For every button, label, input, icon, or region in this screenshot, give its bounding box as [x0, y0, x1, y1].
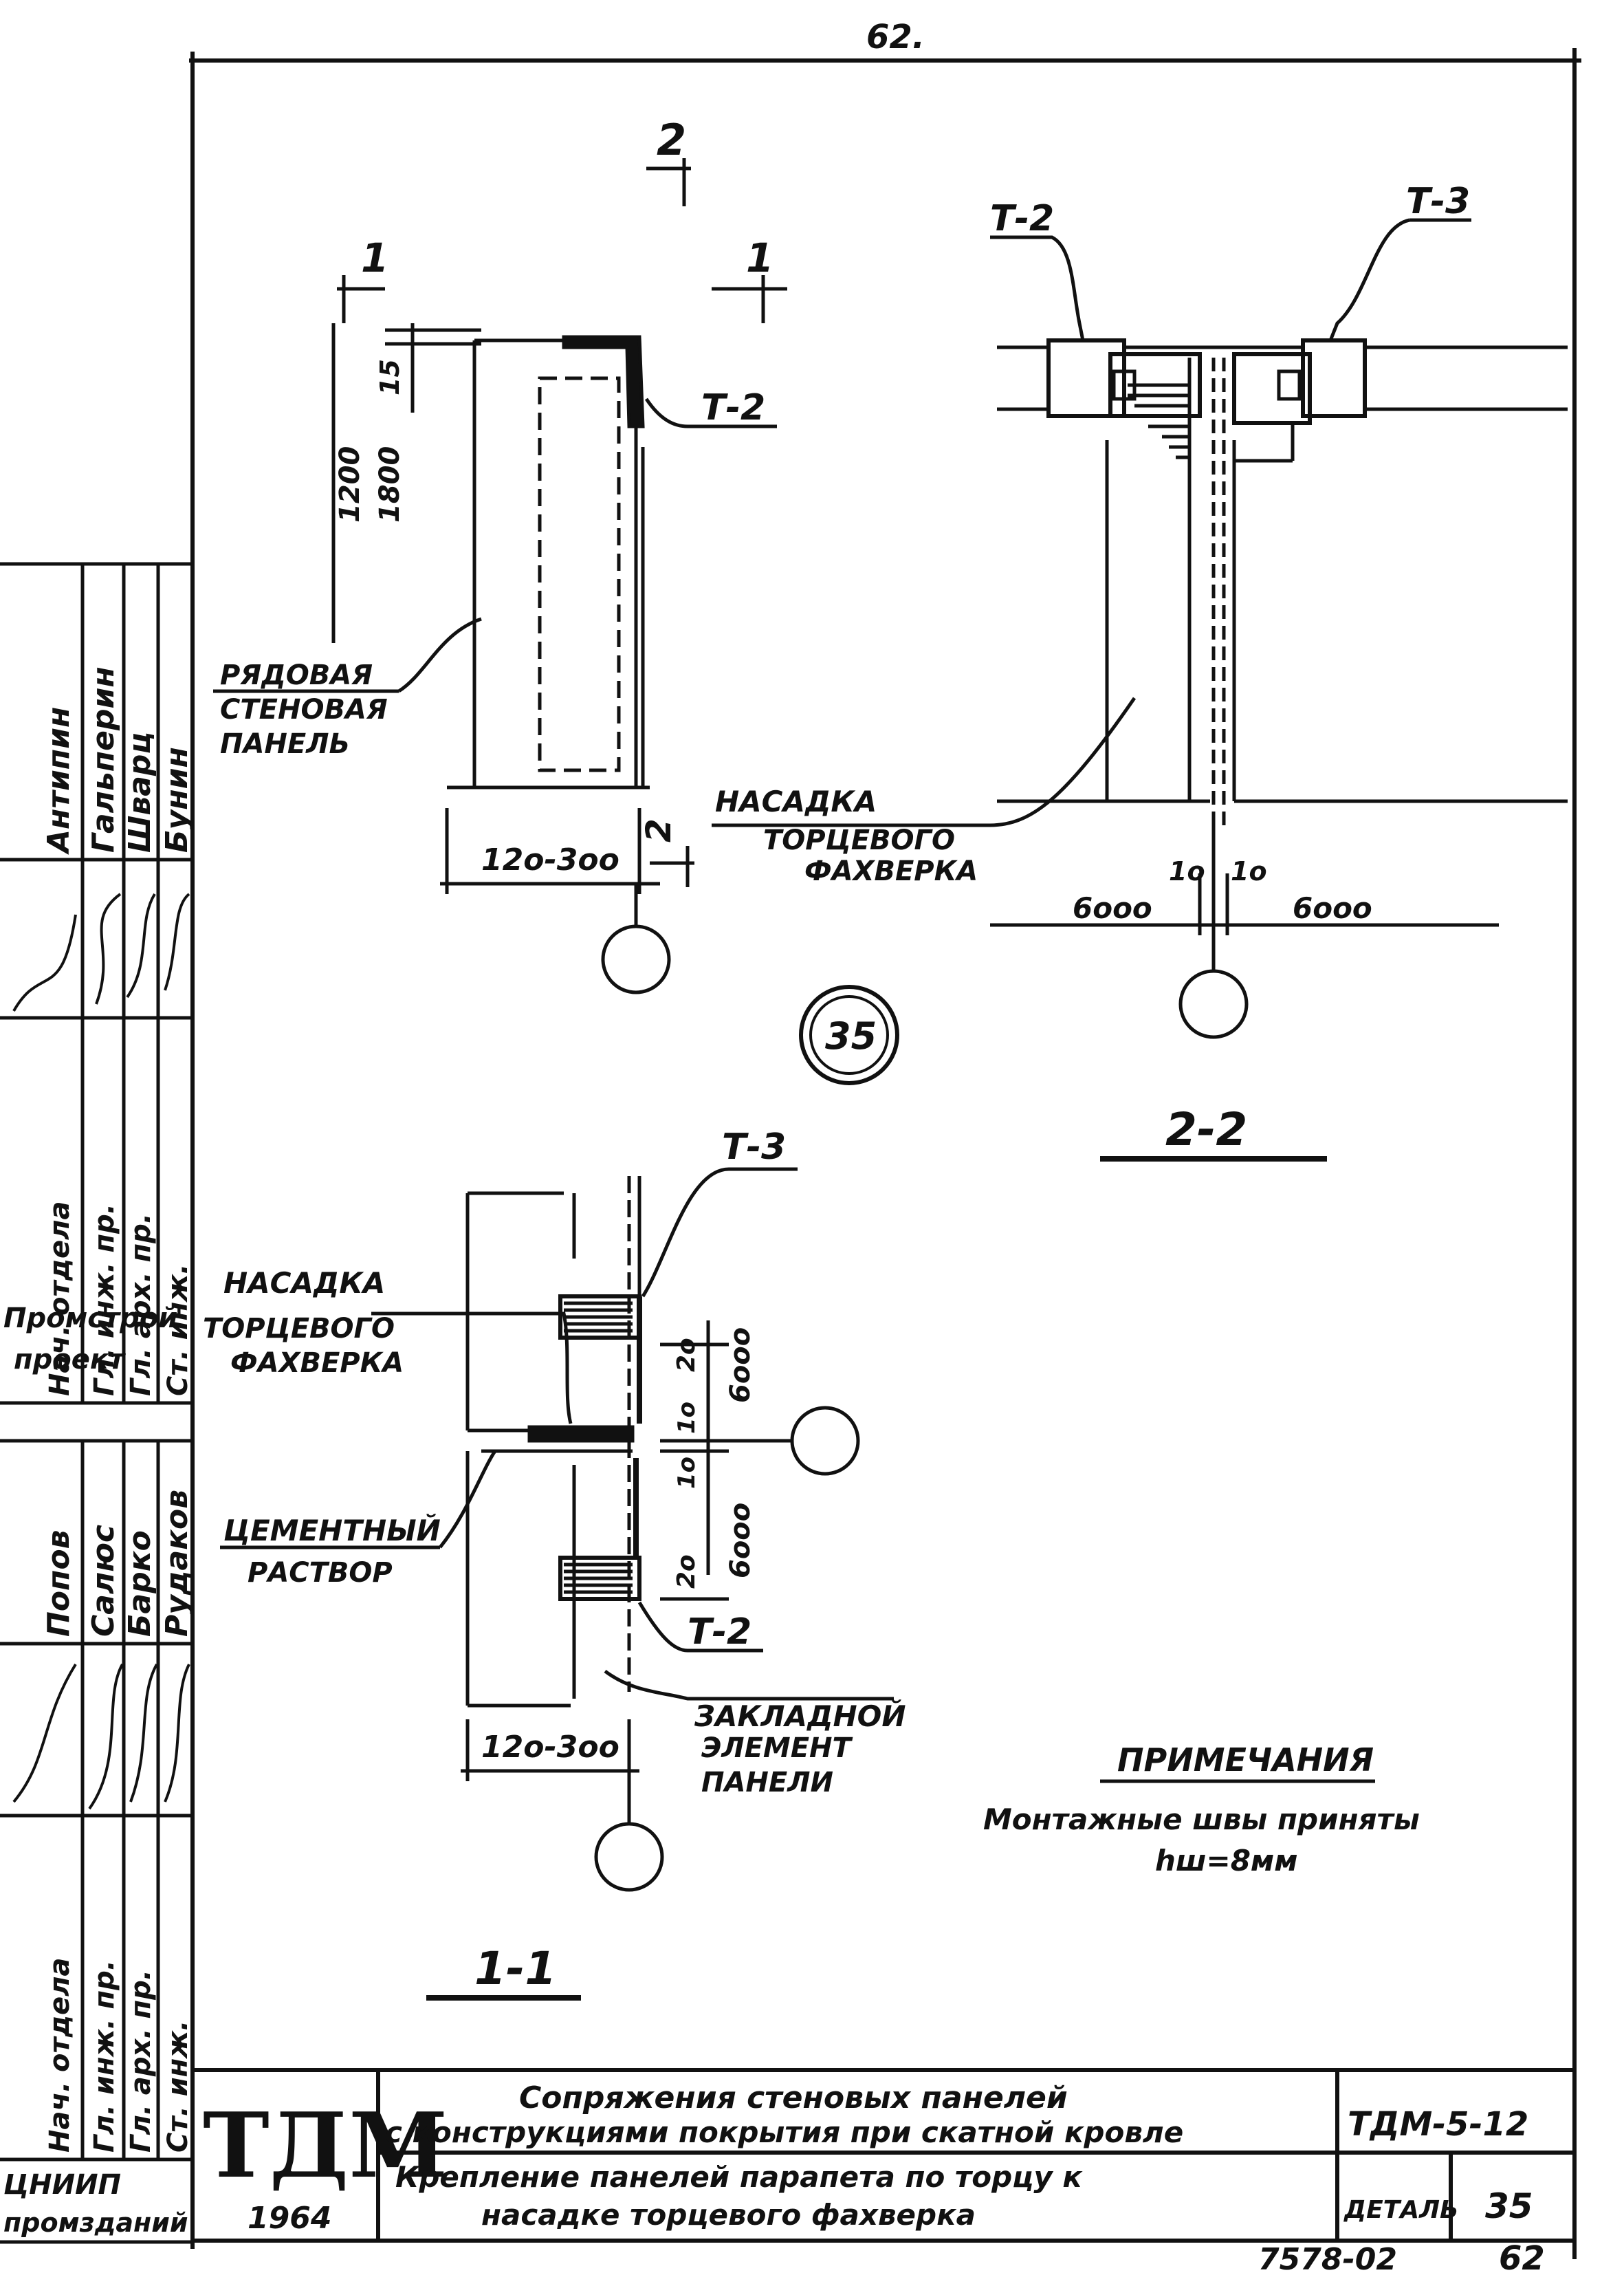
- section-mark-2-bottom: 2: [639, 818, 679, 842]
- nasadka-2: ТОРЦЕВОГО: [763, 825, 955, 856]
- stamp-name-3: Шварц: [122, 732, 157, 853]
- zakladnoy-1: ЗАКЛАДНОЙ: [694, 1699, 906, 1733]
- dim-1800: 1800: [374, 446, 406, 523]
- title-line1: Сопряжения стеновых панелей: [519, 2080, 1068, 2115]
- stamp-lrole-2: Гл. инж. пр.: [89, 1960, 120, 2153]
- stamp-bottom-2: промзданий: [3, 2208, 188, 2238]
- label-t3-view3: Т-3: [722, 1126, 786, 1168]
- stamp-org-2: проект: [14, 1344, 127, 1375]
- signatures-lower: [12, 1663, 190, 1810]
- stamp-role-4: Ст. инж.: [162, 1264, 194, 1396]
- stamp-name-4: Бунин: [160, 747, 195, 853]
- signatures-upper: [12, 893, 190, 1012]
- stamp-org-1: Промстрой: [3, 1303, 177, 1334]
- note-line1: Монтажные швы приняты: [983, 1803, 1420, 1836]
- sheet-number-top: 62.: [866, 18, 925, 56]
- note-line2: hш=8мм: [1155, 1844, 1298, 1877]
- drawing-code: ТДМ-5-12: [1348, 2105, 1528, 2144]
- row-panel-1: РЯДОВАЯ: [220, 660, 373, 691]
- title-block: ТДМ 1964 Сопряжения стеновых панелей с к…: [193, 2068, 1574, 2241]
- dim-6000b-11: 6ooo: [725, 1503, 756, 1578]
- nasadka-3: ФАХВЕРКА: [804, 856, 978, 887]
- detail-no: 35: [1485, 2186, 1533, 2226]
- dim-1200: 1200: [334, 446, 366, 523]
- dim-20a-11: 2o: [672, 1338, 701, 1372]
- section-22-title: 2-2: [1165, 1103, 1247, 1156]
- stamp-lname-1: Попов: [41, 1530, 76, 1637]
- section-mark-1-right: 1: [746, 235, 773, 281]
- stamp-lname-2: Салюс: [86, 1525, 121, 1637]
- dim-20b-11: 2o: [672, 1554, 701, 1589]
- note: ПРИМЕЧАНИЯ Монтажные швы приняты hш=8мм: [983, 1741, 1420, 1877]
- stamp-lrole-1: Нач. отдела: [44, 1958, 76, 2153]
- view-section-2-2: Т-2 Т-3 НАСАДКА ТОРЦЕВОГО ФАХВЕРКА 1o 1o…: [712, 181, 1568, 1162]
- dim-10a-11: 1o: [673, 1402, 701, 1434]
- title-line2: с конструкциями покрытия при скатной кро…: [385, 2115, 1183, 2149]
- section-11-title: 1-1: [474, 1942, 556, 1995]
- stamp-role-2: Гл. инж. пр.: [89, 1204, 120, 1396]
- title-line3: Крепление панелей парапета по торцу к: [395, 2160, 1083, 2194]
- stamp-role-1: Нач. отдела: [44, 1201, 76, 1396]
- stamp-name-2: Гальперин: [86, 666, 121, 853]
- dim-15: 15: [375, 359, 405, 395]
- label-t3-view2: Т-3: [1406, 181, 1470, 222]
- dim-120-300-top: 12o-3oo: [481, 842, 619, 878]
- stamp-bottom-1: ЦНИИП: [3, 2169, 121, 2201]
- detail-number: 35: [825, 1014, 877, 1058]
- stamp-lrole-4: Ст. инж.: [162, 2021, 194, 2153]
- row-panel-2: СТЕНОВАЯ: [220, 694, 388, 726]
- logo-tdm: ТДМ: [203, 2093, 448, 2198]
- nasadka-1: НАСАДКА: [715, 785, 877, 818]
- section-mark-2-top: 2: [657, 115, 686, 165]
- view-section-1-1: Т-3 НАСАДКА ТОРЦЕВОГО ФАХВЕРКА ЦЕМЕНТНЫЙ…: [203, 1126, 906, 2001]
- cement-1: ЦЕМЕНТНЫЙ: [223, 1513, 441, 1547]
- year: 1964: [248, 2201, 331, 2236]
- dim-6000b-22: 6ooo: [1293, 891, 1372, 925]
- cement-2: РАСТВОР: [248, 1557, 393, 1589]
- label-t2-view1: Т-2: [701, 387, 765, 428]
- nasadka-11-3: ФАХВЕРКА: [230, 1347, 404, 1379]
- nasadka-11-2: ТОРЦЕВОГО: [203, 1313, 395, 1345]
- page-number: 62: [1499, 2239, 1545, 2275]
- dim-10a-22: 1o: [1169, 856, 1205, 886]
- title-line4: насадке торцевого фахверка: [481, 2198, 976, 2232]
- view-elevation-left: 2 1 1 15 1200 1800 Т-2 РЯДОВАЯ СТЕНОВАЯ …: [213, 115, 787, 994]
- detail-label: ДЕТАЛЬ: [1343, 2196, 1458, 2224]
- nasadka-11-1: НАСАДКА: [223, 1266, 385, 1300]
- sheet-frame: [189, 48, 1581, 2259]
- label-t2-view2: Т-2: [990, 198, 1054, 239]
- side-stamp: Антипин Гальперин Шварц Бунин Нач. отдел…: [0, 562, 195, 2244]
- dim-6000a-11: 6ooo: [725, 1327, 756, 1403]
- stamp-name-1: Антипин: [41, 707, 76, 855]
- stamp-role-3: Гл. арх. пр.: [125, 1213, 157, 1396]
- note-title: ПРИМЕЧАНИЯ: [1117, 1741, 1374, 1778]
- dim-120-300-bottom: 12o-3oo: [481, 1730, 619, 1765]
- section-mark-1-left: 1: [361, 235, 388, 281]
- stamp-lrole-3: Гл. арх. пр.: [125, 1970, 157, 2153]
- zakladnoy-3: ПАНЕЛИ: [701, 1767, 833, 1798]
- dim-10b-22: 1o: [1231, 856, 1267, 886]
- row-panel-3: ПАНЕЛЬ: [220, 728, 350, 760]
- stamp-lname-4: Рудаков: [160, 1490, 195, 1637]
- zakladnoy-2: ЭЛЕМЕНТ: [701, 1732, 853, 1764]
- label-t2-view3: Т-2: [688, 1611, 751, 1653]
- dim-10b-11: 1o: [673, 1457, 701, 1489]
- stamp-lname-3: Барко: [122, 1530, 157, 1637]
- dim-6000a-22: 6ooo: [1073, 891, 1152, 925]
- inventory-number: 7578-02: [1258, 2242, 1397, 2275]
